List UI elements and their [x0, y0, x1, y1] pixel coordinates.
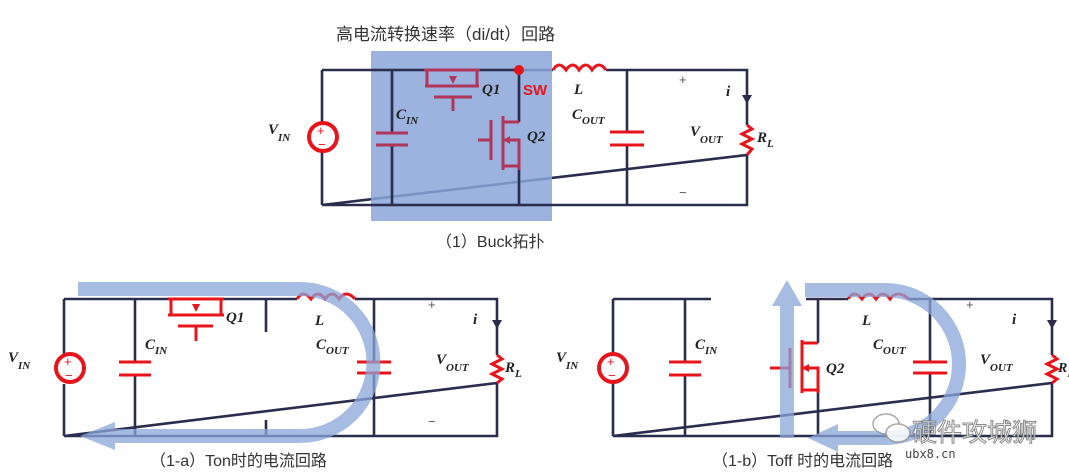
loop-wires [371, 68, 552, 207]
vout-label: VOUT [436, 352, 470, 374]
caption-toff: （1-b）Toff 时的电流回路 [712, 452, 893, 470]
svg-text:−: − [608, 368, 616, 383]
rl-label: RL [1057, 361, 1069, 380]
load-resistor [488, 353, 506, 385]
vin-source [597, 352, 629, 384]
caption-ton: （1-a）Ton时的电流回路 [150, 452, 327, 470]
q1-mosfet [424, 68, 480, 111]
inductor-label: L [573, 82, 583, 98]
toff-current-loop: + − VIN CIN Q2 L COUT i RL VOUT + （1-b）T… [556, 280, 1069, 470]
vout-minus: − [679, 185, 687, 200]
q2-label: Q2 [826, 361, 845, 377]
load-resistor [1043, 353, 1061, 385]
sw-node-dot [514, 65, 524, 75]
toff-current-flow-arrow [772, 280, 966, 452]
svg-text:+: + [966, 297, 974, 312]
vout-label: VOUT [690, 124, 724, 146]
svg-text:ubx8.cn: ubx8.cn [905, 447, 956, 461]
svg-text:+: + [428, 297, 436, 312]
vin-label: VIN [8, 350, 31, 372]
current-label: i [726, 84, 731, 100]
svg-text:+: + [64, 354, 72, 369]
cout-label: COUT [873, 337, 907, 357]
load-resistor [738, 123, 756, 156]
caption-buck: （1）Buck拓扑 [436, 233, 544, 251]
inductor-label: L [314, 313, 324, 329]
wechat-icon [872, 413, 911, 443]
q2-label: Q2 [527, 129, 546, 145]
cin-capacitor [119, 360, 151, 377]
current-arrow-icon [1047, 320, 1057, 329]
diagram-title: 高电流转换速率（di/dt）回路 [336, 25, 555, 44]
q1-mosfet [168, 297, 224, 341]
vout-plus: + [679, 72, 687, 87]
svg-text:+: + [317, 123, 325, 138]
svg-text:−: − [318, 137, 326, 152]
inductor [551, 63, 608, 73]
cin-label: CIN [396, 107, 419, 127]
svg-text:−: − [428, 414, 436, 429]
cin-label: CIN [145, 337, 168, 357]
cout-capacitor [913, 360, 947, 375]
high-di-dt-loop-highlight [371, 51, 552, 221]
cout-label: COUT [572, 107, 606, 127]
svg-text:−: − [65, 368, 73, 383]
vin-source: + − [307, 121, 339, 153]
svg-text:i: i [1012, 312, 1017, 328]
cout-label: COUT [316, 337, 350, 357]
vin-source [54, 352, 86, 384]
cin-label: CIN [695, 337, 718, 357]
vin-label: VIN [556, 350, 579, 372]
rl-label: RL [504, 360, 522, 380]
svg-text:i: i [473, 312, 478, 328]
current-arrow-icon [742, 95, 752, 104]
inductor-label: L [861, 313, 871, 329]
svg-text:硬件攻城狮: 硬件攻城狮 [912, 418, 1037, 447]
sw-label: SW [523, 82, 548, 99]
ton-current-loop: + − VIN CIN Q1 L COUT i RL VOUT + − （1-a… [8, 282, 522, 470]
q2-mosfet [478, 116, 521, 170]
vout-label: VOUT [980, 352, 1014, 374]
svg-text:+: + [607, 354, 615, 369]
ton-current-flow-arrow [78, 282, 381, 450]
watermark: 硬件攻城狮 ubx8.cn [872, 413, 1038, 461]
cout-capacitor [610, 130, 644, 147]
current-arrow-icon [492, 320, 502, 329]
cin-capacitor [669, 360, 701, 377]
rl-label: RL [756, 130, 774, 150]
vin-label: VIN [268, 122, 291, 144]
cin-capacitor [376, 131, 408, 147]
q1-label: Q1 [226, 310, 244, 326]
q1-label: Q1 [482, 82, 500, 98]
buck-topology: 高电流转换速率（di/dt）回路 + − VIN COUT L i RL VOU… [268, 25, 774, 251]
